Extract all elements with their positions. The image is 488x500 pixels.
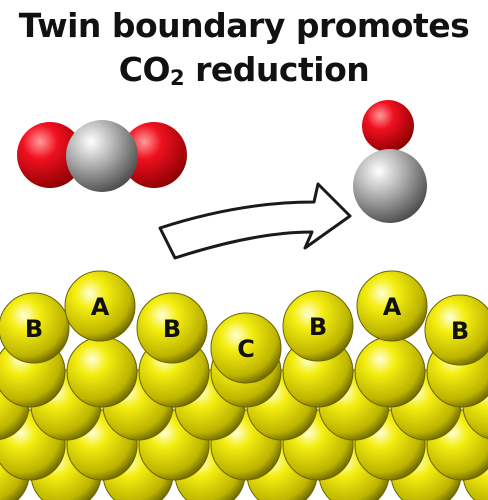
stacking-label-3: C (237, 335, 255, 363)
reaction-arrow (158, 182, 352, 260)
top-layer-atom-1 (64, 270, 136, 342)
co2-molecule (17, 120, 187, 192)
oxygen-atom-left (17, 122, 83, 188)
title-suffix: reduction (184, 50, 370, 89)
stacking-label-6: B (451, 317, 469, 345)
stacking-label-1: A (91, 293, 110, 321)
title-line-2: CO2 reduction (0, 50, 488, 90)
metal-surface: B A B C B A B (0, 270, 488, 500)
top-layer-atom-5 (356, 270, 428, 342)
top-layer-atom-4 (282, 290, 354, 362)
stacking-label-2: B (163, 315, 181, 343)
co-molecule (353, 100, 427, 223)
top-layer-atom-6 (424, 294, 488, 366)
stacking-label-4: B (309, 313, 327, 341)
top-layer-atom-0 (0, 292, 70, 364)
stacking-label-0: B (25, 315, 43, 343)
title-co-prefix: CO (118, 50, 171, 89)
title-line-1: Twin boundary promotes (18, 6, 470, 45)
stacking-label-5: A (383, 293, 402, 321)
surface-atom-row1-1 (66, 336, 138, 408)
oxygen-atom (362, 100, 414, 152)
oxygen-atom-right (121, 122, 187, 188)
surface-atom-row1-5 (354, 336, 426, 408)
carbon-atom (66, 120, 138, 192)
top-layer-atom-3 (210, 312, 282, 384)
top-layer-atom-2 (136, 292, 208, 364)
title-subscript: 2 (170, 66, 185, 90)
carbon-atom (353, 149, 427, 223)
